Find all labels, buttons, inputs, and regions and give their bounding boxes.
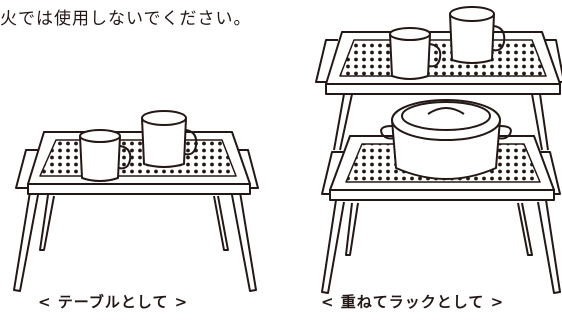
caption-rack-use: < 重ねてラックとして > [321, 293, 505, 311]
table-illustration [13, 110, 259, 292]
caption-table-use: < テーブルとして > [38, 293, 189, 311]
upper-rack-handle-left [315, 39, 338, 83]
table-handle-right [232, 149, 259, 189]
lower-rack-legs [321, 199, 561, 294]
table-handle-left [15, 149, 40, 189]
lower-rack-front-rail [329, 189, 555, 201]
mug-icon [389, 27, 442, 80]
warning-notice: 火では使用しないでください。 [0, 9, 252, 29]
table-top-mesh [39, 139, 237, 177]
table-front-rail [27, 183, 251, 195]
table-legs [13, 191, 257, 292]
upper-rack-legs [333, 93, 549, 151]
upper-rack-front-rail [325, 83, 561, 95]
mug-icon [79, 129, 132, 182]
lower-rack-handle-left [321, 151, 346, 195]
rack-illustration [315, 6, 562, 294]
upper-rack-mesh [339, 39, 547, 77]
mug-icon [141, 110, 198, 168]
mug-icon [449, 6, 506, 64]
dutch-oven-icon [380, 99, 512, 180]
